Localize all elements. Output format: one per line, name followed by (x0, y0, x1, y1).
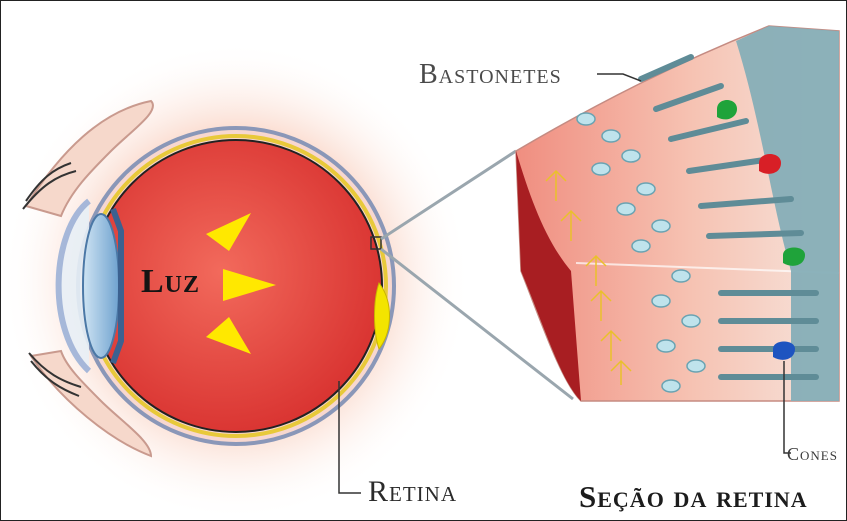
label-cones: Cones (787, 444, 838, 465)
retina-section (516, 26, 839, 401)
label-bastonetes: Bastonetes (419, 59, 562, 91)
cell (657, 340, 675, 352)
cell (632, 240, 650, 252)
cell (617, 203, 635, 215)
cell (672, 270, 690, 282)
cell (652, 220, 670, 232)
cell (637, 183, 655, 195)
cell (682, 315, 700, 327)
cell (662, 380, 680, 392)
cell (592, 163, 610, 175)
cell (687, 360, 705, 372)
label-secao-da-retina: Seção da retina (579, 479, 808, 515)
label-retina: Retina (368, 475, 457, 509)
cell (577, 113, 595, 125)
lens (83, 214, 119, 358)
cell (602, 130, 620, 142)
label-luz: Luz (141, 263, 200, 301)
cell (622, 150, 640, 162)
bastonetes-pointer (597, 74, 641, 81)
rod (709, 233, 801, 236)
cell (652, 295, 670, 307)
